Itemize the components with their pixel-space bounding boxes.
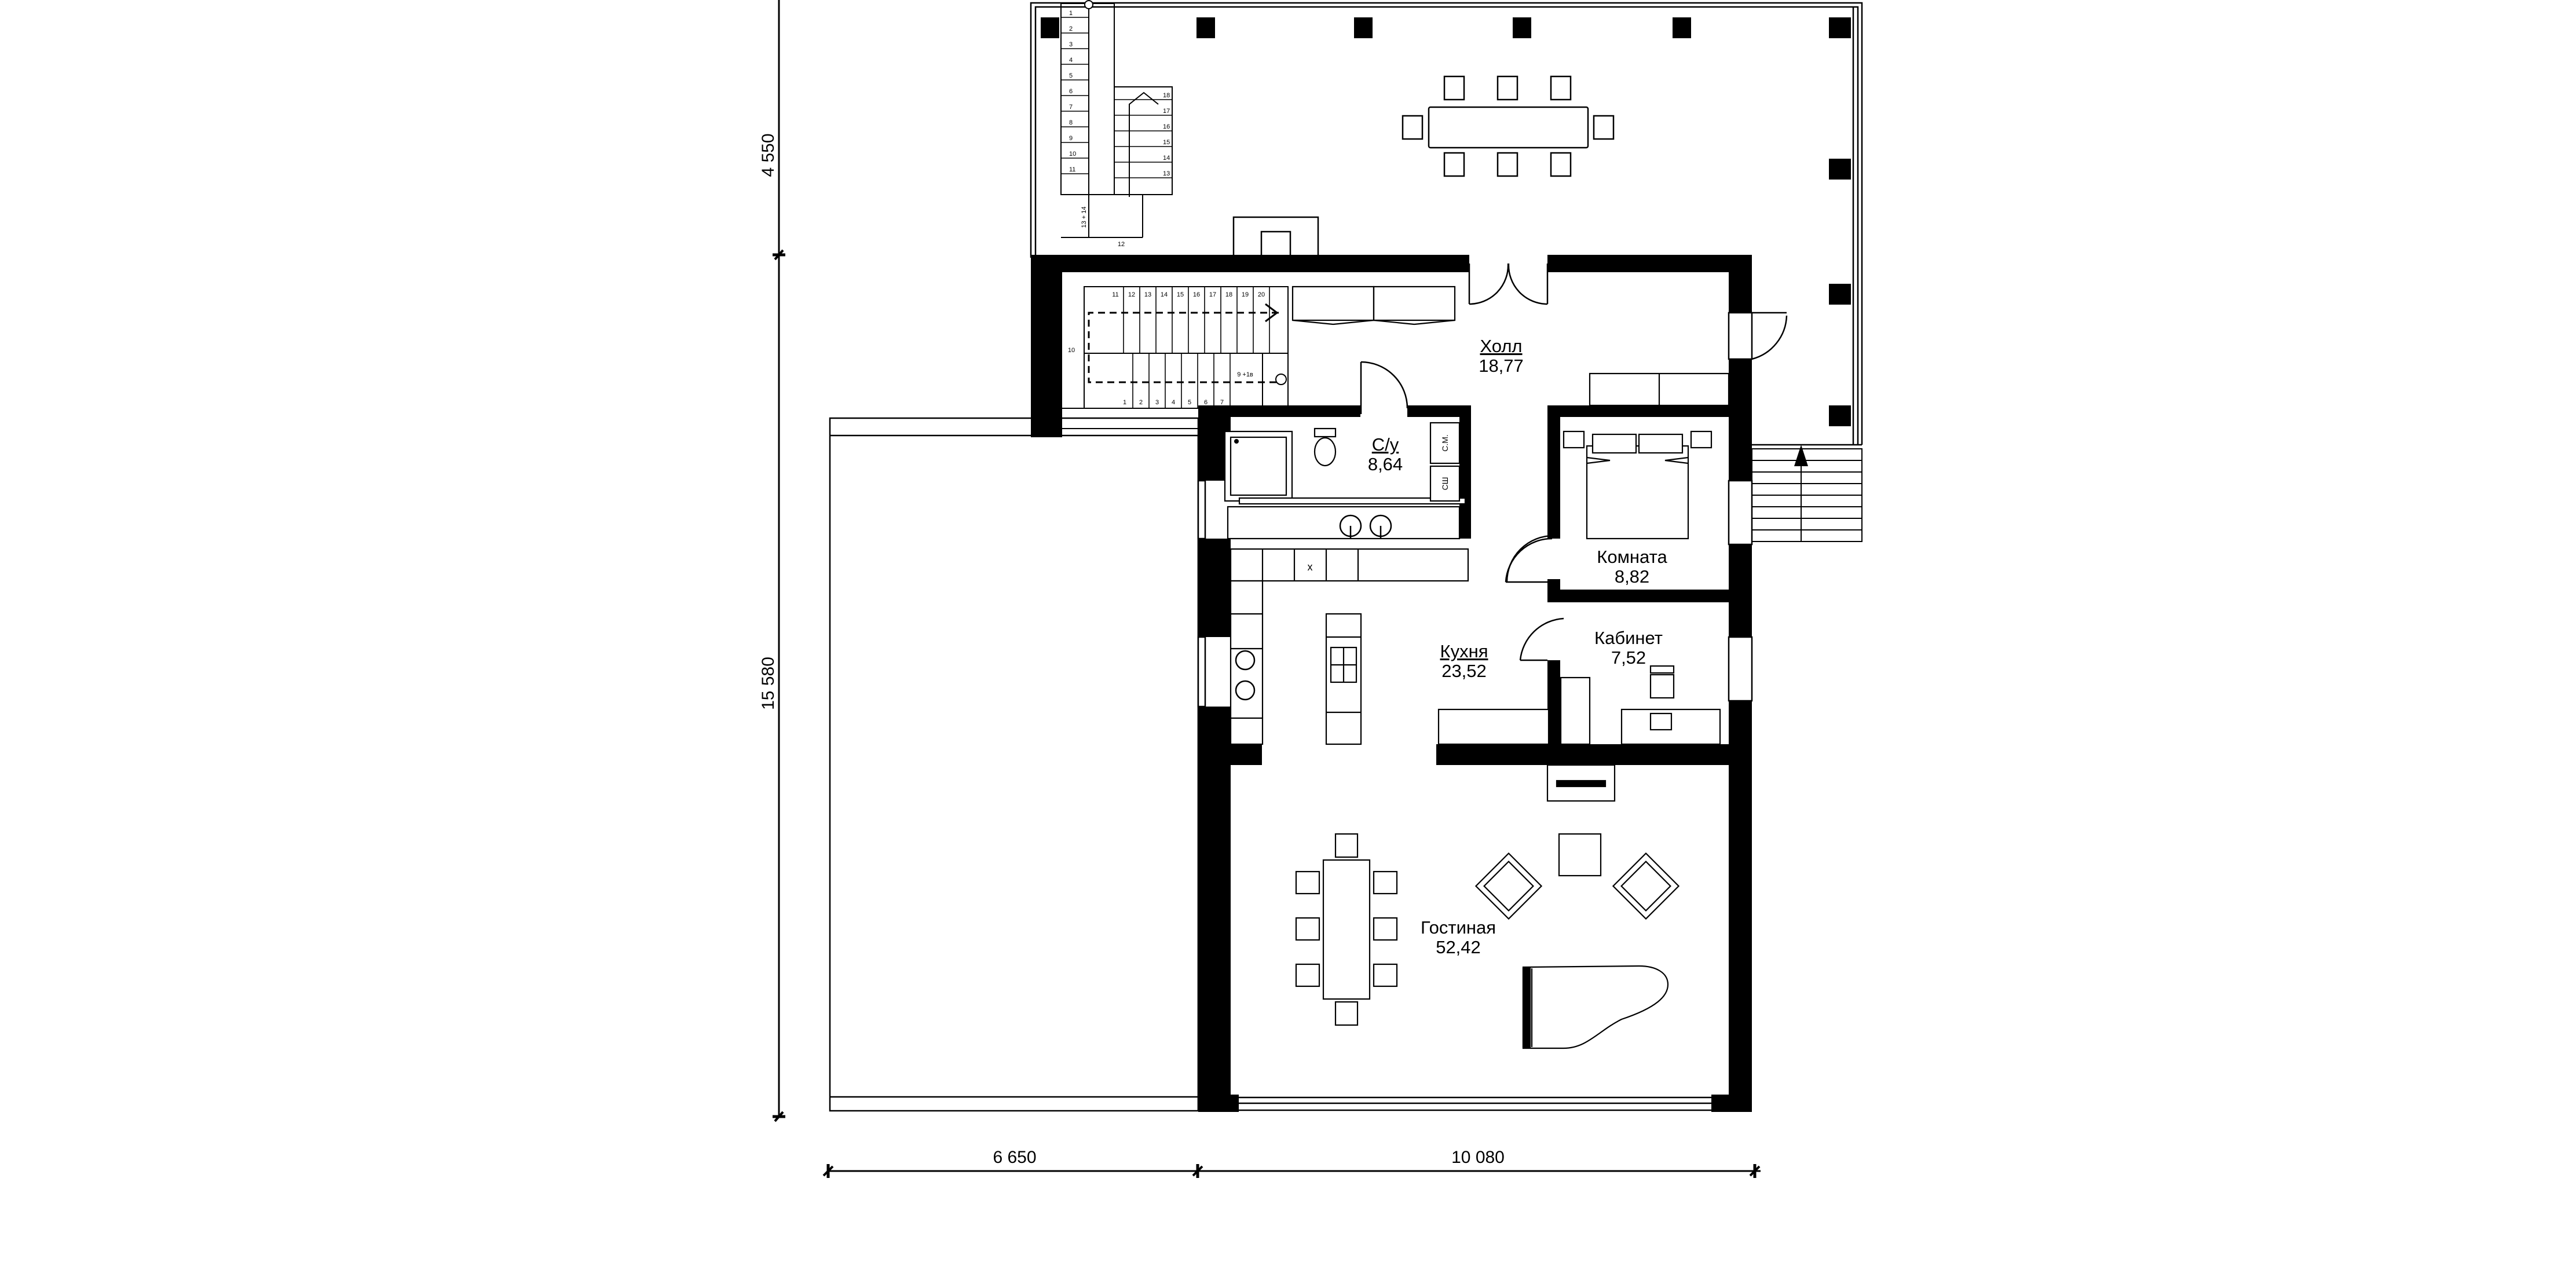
- stair-walkline: [1088, 312, 1279, 383]
- room-area-label: 7,52: [1611, 647, 1646, 668]
- inner-step-number: 11: [1112, 291, 1118, 298]
- terrace-dining-table: [1402, 75, 1615, 177]
- stair-direction-arrow: [1265, 303, 1279, 323]
- terrace-step-number: 16: [1163, 123, 1170, 130]
- inner-step-number: 20: [1258, 291, 1265, 298]
- bathroom-door: [1360, 361, 1408, 414]
- bedroom-door: [1506, 535, 1554, 583]
- entrance-arrow-icon: [1794, 445, 1808, 466]
- inner-step-number: 5: [1188, 399, 1191, 406]
- room-area-label: 8,64: [1368, 454, 1403, 474]
- inner-step-number: 2: [1139, 399, 1143, 406]
- terrace-step-number: 7: [1069, 104, 1073, 111]
- room-name-label: Гостиная: [1421, 917, 1496, 938]
- stair-start-marker: [1275, 374, 1287, 385]
- terrace-grill: [1232, 216, 1319, 259]
- inner-step-number: 3: [1155, 399, 1159, 406]
- terrace-step-labels: 1 2 3 4 5 6 7 8 9 10 11 18 17 16 15 14 13: [1069, 10, 1170, 177]
- inner-step-number: 7: [1220, 399, 1224, 406]
- interior-walls: [1198, 405, 1752, 765]
- living-armchairs: [1474, 833, 1680, 920]
- left-terrace: [829, 417, 1203, 1112]
- inner-step-marks-label: 9 +1в: [1237, 371, 1253, 378]
- terrace-step-number: 9: [1069, 135, 1073, 142]
- terrace-stair-start-marker: [1084, 0, 1093, 9]
- terrace-step-lines: [1061, 17, 1172, 178]
- room-area-label: 18,77: [1479, 356, 1524, 376]
- shower-drain-icon: [1234, 439, 1239, 444]
- inner-step-number: 6: [1204, 399, 1208, 406]
- terrace-step-number: 18: [1163, 92, 1170, 99]
- living-room-window: [1239, 1096, 1711, 1111]
- office-door: [1519, 617, 1564, 661]
- terrace-step-number: 8: [1069, 119, 1073, 126]
- hall-bench: [1589, 372, 1730, 407]
- entrance-steps: [1751, 448, 1863, 542]
- room-area-label: 8,82: [1615, 566, 1649, 587]
- dryer-label: СШ: [1440, 477, 1450, 491]
- terrace-step-number: 4: [1069, 57, 1073, 64]
- dim-horizontal-right: 10 080: [1451, 1148, 1505, 1167]
- terrace-step-number: 13: [1163, 170, 1170, 177]
- bedroom-bed: [1563, 430, 1713, 540]
- terrace-step-number: 3: [1069, 41, 1073, 48]
- room-name-label: Кухня: [1440, 641, 1488, 661]
- hall-side-door: [1751, 312, 1788, 360]
- dim-vertical-main: 15 580: [759, 657, 778, 710]
- inner-step-number: 14: [1161, 291, 1168, 298]
- terrace-step-number: 5: [1069, 72, 1073, 79]
- grand-piano-icon: [1522, 965, 1669, 1049]
- kitchen-island: [1325, 613, 1362, 745]
- inner-step-number: 13: [1144, 291, 1151, 298]
- dimension-lines: [773, 0, 1761, 1178]
- kitchen-sink-icon: [1235, 650, 1256, 701]
- terrace-step-number: 15: [1163, 139, 1170, 146]
- inner-step-number: 12: [1128, 291, 1135, 298]
- inner-step-number: 15: [1177, 291, 1184, 298]
- terrace-step-number: 6: [1069, 88, 1073, 95]
- inner-step-number: 1: [1123, 399, 1126, 406]
- inner-step-lines: [1123, 287, 1270, 408]
- terrace-step-number: 10: [1069, 151, 1076, 158]
- terrace-step-number: 17: [1163, 108, 1170, 115]
- dim-vertical-top: 4 550: [759, 133, 778, 177]
- terrace-step-number: 1: [1069, 10, 1073, 17]
- kitchen-counters: [1230, 548, 1550, 745]
- dim-horizontal-left: 6 650: [993, 1148, 1036, 1167]
- inner-step-number: 19: [1242, 291, 1249, 298]
- room-name-label: Холл: [1480, 336, 1522, 356]
- inner-step-10-label: 10: [1068, 347, 1075, 354]
- room-name-label: Кабинет: [1594, 628, 1663, 648]
- room-area-label: 23,52: [1441, 661, 1487, 681]
- terrace-step-number: 2: [1069, 25, 1073, 32]
- living-dining-table: [1295, 833, 1398, 1026]
- room-name-label: С/у: [1372, 434, 1399, 455]
- bathroom-sinks-icon: [1339, 514, 1392, 539]
- inner-step-number: 4: [1172, 399, 1175, 406]
- washer-label: С.М.: [1440, 434, 1450, 452]
- terrace-staircase: [1060, 3, 1173, 238]
- toilet-icon: [1313, 427, 1337, 467]
- terrace-posts: [1041, 17, 1851, 426]
- living-fireplace: [1546, 764, 1616, 802]
- terrace-step-number: 14: [1163, 155, 1170, 162]
- terrace-step-number: 11: [1069, 166, 1075, 173]
- kitchen-hood-icon: x: [1308, 561, 1313, 573]
- room-area-label: 52,42: [1436, 937, 1481, 957]
- office-furniture: [1560, 665, 1721, 745]
- terrace-step-landing-label: 13 + 14: [1081, 206, 1088, 228]
- hall-double-door: [1468, 263, 1549, 305]
- terrace-step-12-label: 12: [1118, 241, 1125, 248]
- upper-terrace: [1030, 2, 1863, 446]
- room-name-label: Комната: [1597, 547, 1667, 567]
- inner-staircase: [1062, 286, 1289, 429]
- hall-wardrobe: [1291, 286, 1456, 325]
- inner-step-number: 18: [1225, 291, 1232, 298]
- inner-step-number: 16: [1193, 291, 1200, 298]
- inner-step-number: 17: [1209, 291, 1216, 298]
